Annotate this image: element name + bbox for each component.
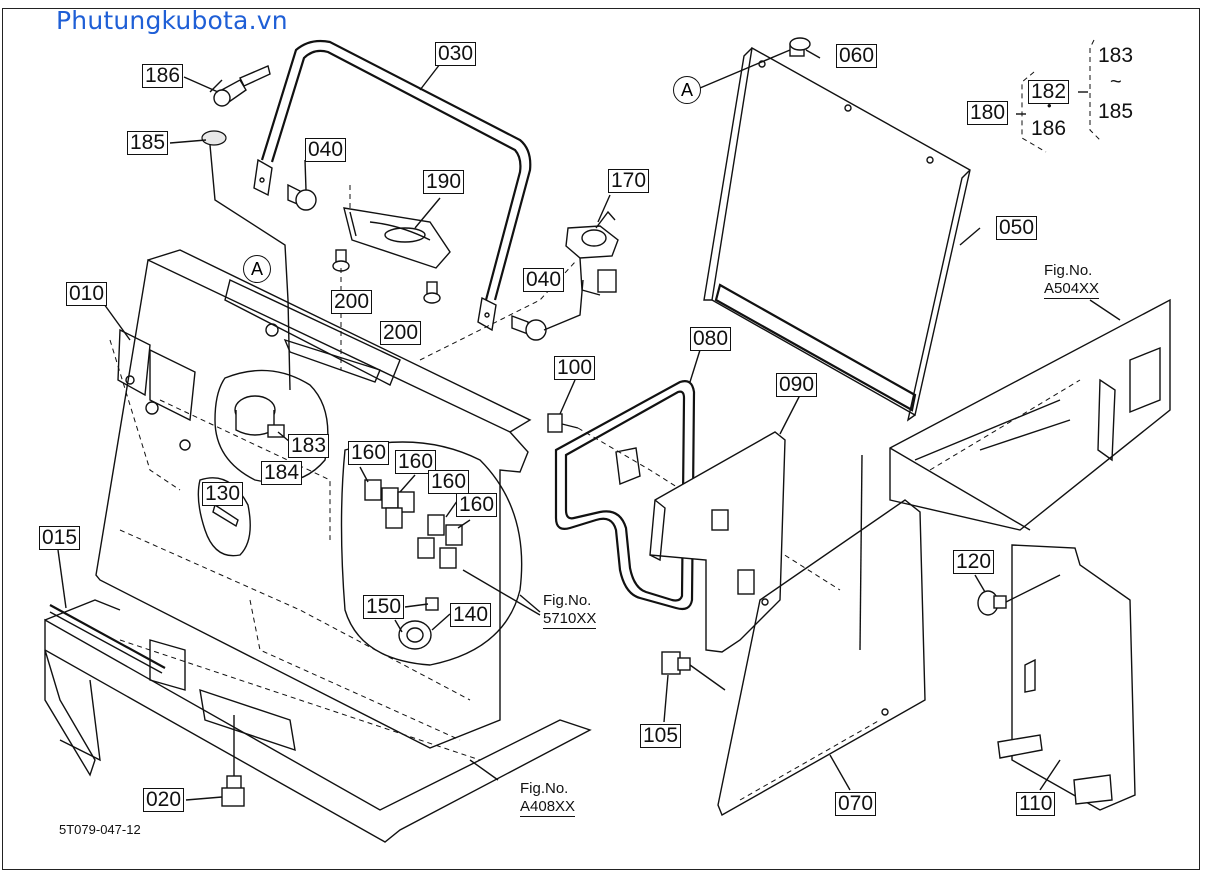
part-label-190[interactable]: 190	[423, 170, 465, 194]
watermark-logo: Phutungkubota.vn	[56, 6, 288, 35]
bolt-200-a	[332, 249, 350, 272]
leader-lines	[57, 49, 1026, 801]
part-label-040-left[interactable]: 040	[305, 138, 347, 162]
bolt-120	[977, 574, 1061, 616]
part-label-160-a[interactable]: 160	[348, 441, 390, 465]
part-label-070[interactable]: 070	[835, 792, 877, 816]
part-label-200-upper[interactable]: 200	[331, 290, 373, 314]
bracket-190	[343, 197, 451, 269]
range-183: 183	[1098, 44, 1134, 67]
callout-a-right: A	[673, 76, 701, 104]
part-label-030[interactable]: 030	[435, 42, 477, 66]
plate-070	[717, 454, 926, 817]
bolt-040-left	[287, 183, 317, 211]
fig-ref-prefix: Fig.No.	[1044, 262, 1093, 279]
range-brackets	[1021, 39, 1101, 153]
bolt-060	[789, 37, 811, 57]
bolt-040-right	[511, 279, 584, 341]
fig-ref-code: 5710XX	[543, 610, 597, 629]
part-label-100[interactable]: 100	[554, 356, 596, 380]
key-186	[213, 65, 271, 107]
bolt-100	[547, 413, 841, 591]
range-tilde: ~	[1110, 71, 1122, 93]
horn-140	[394, 597, 439, 650]
part-label-020[interactable]: 020	[143, 788, 185, 812]
gasket-080	[554, 349, 701, 611]
part-label-185[interactable]: 185	[127, 131, 169, 155]
range-185: 185	[1098, 100, 1134, 123]
ring-185	[201, 130, 227, 146]
part-label-130[interactable]: 130	[202, 482, 244, 506]
part-label-150[interactable]: 150	[363, 595, 405, 619]
fig-ref-prefix: Fig.No.	[543, 592, 592, 609]
relay-group	[340, 441, 541, 666]
base-frame	[44, 599, 592, 843]
part-label-015[interactable]: 015	[39, 526, 81, 550]
part-label-183[interactable]: 183	[288, 434, 330, 458]
range-186: 186	[1031, 117, 1067, 140]
part-label-060[interactable]: 060	[836, 44, 878, 68]
right-frame	[889, 298, 1171, 531]
part-label-160-d[interactable]: 160	[456, 493, 498, 517]
part-label-110[interactable]: 110	[1016, 792, 1056, 816]
cover-050	[703, 46, 971, 422]
part-label-050[interactable]: 050	[996, 216, 1038, 240]
part-label-160-c[interactable]: 160	[428, 470, 470, 494]
fig-ref-a408xx[interactable]: Fig.No. A408XX	[520, 780, 576, 817]
part-label-080[interactable]: 080	[690, 327, 732, 351]
fig-ref-5710xx[interactable]: Fig.No. 5710XX	[543, 592, 597, 629]
part-label-200-lower[interactable]: 200	[380, 321, 422, 345]
handle-030	[253, 39, 532, 332]
fig-ref-prefix: Fig.No.	[520, 780, 569, 797]
part-label-010[interactable]: 010	[66, 282, 108, 306]
part-label-184[interactable]: 184	[261, 461, 303, 485]
fig-ref-code: A504XX	[1044, 280, 1100, 299]
part-label-040-right[interactable]: 040	[523, 268, 565, 292]
part-label-090[interactable]: 090	[776, 373, 818, 397]
range-dot: •	[1047, 98, 1052, 113]
bolt-200-b	[423, 281, 441, 304]
part-label-180[interactable]: 180	[967, 101, 1009, 125]
bolt-105	[661, 651, 726, 691]
part-label-120[interactable]: 120	[953, 550, 995, 574]
part-label-105[interactable]: 105	[640, 724, 682, 748]
cover-110	[997, 544, 1136, 811]
part-label-186[interactable]: 186	[142, 64, 184, 88]
switch-170	[565, 194, 619, 296]
part-label-170[interactable]: 170	[608, 169, 650, 193]
drawing-code: 5T079-047-12	[59, 822, 141, 837]
fig-ref-code: A408XX	[520, 798, 576, 817]
plate-090	[649, 394, 801, 653]
panel-010-outline	[95, 249, 532, 749]
fig-ref-a504xx[interactable]: Fig.No. A504XX	[1044, 262, 1100, 299]
callout-a-left: A	[243, 255, 271, 283]
part-label-140[interactable]: 140	[450, 603, 492, 627]
part-label-182[interactable]: 182	[1028, 80, 1070, 104]
leader-185	[209, 144, 291, 391]
gauge-group	[214, 369, 329, 484]
